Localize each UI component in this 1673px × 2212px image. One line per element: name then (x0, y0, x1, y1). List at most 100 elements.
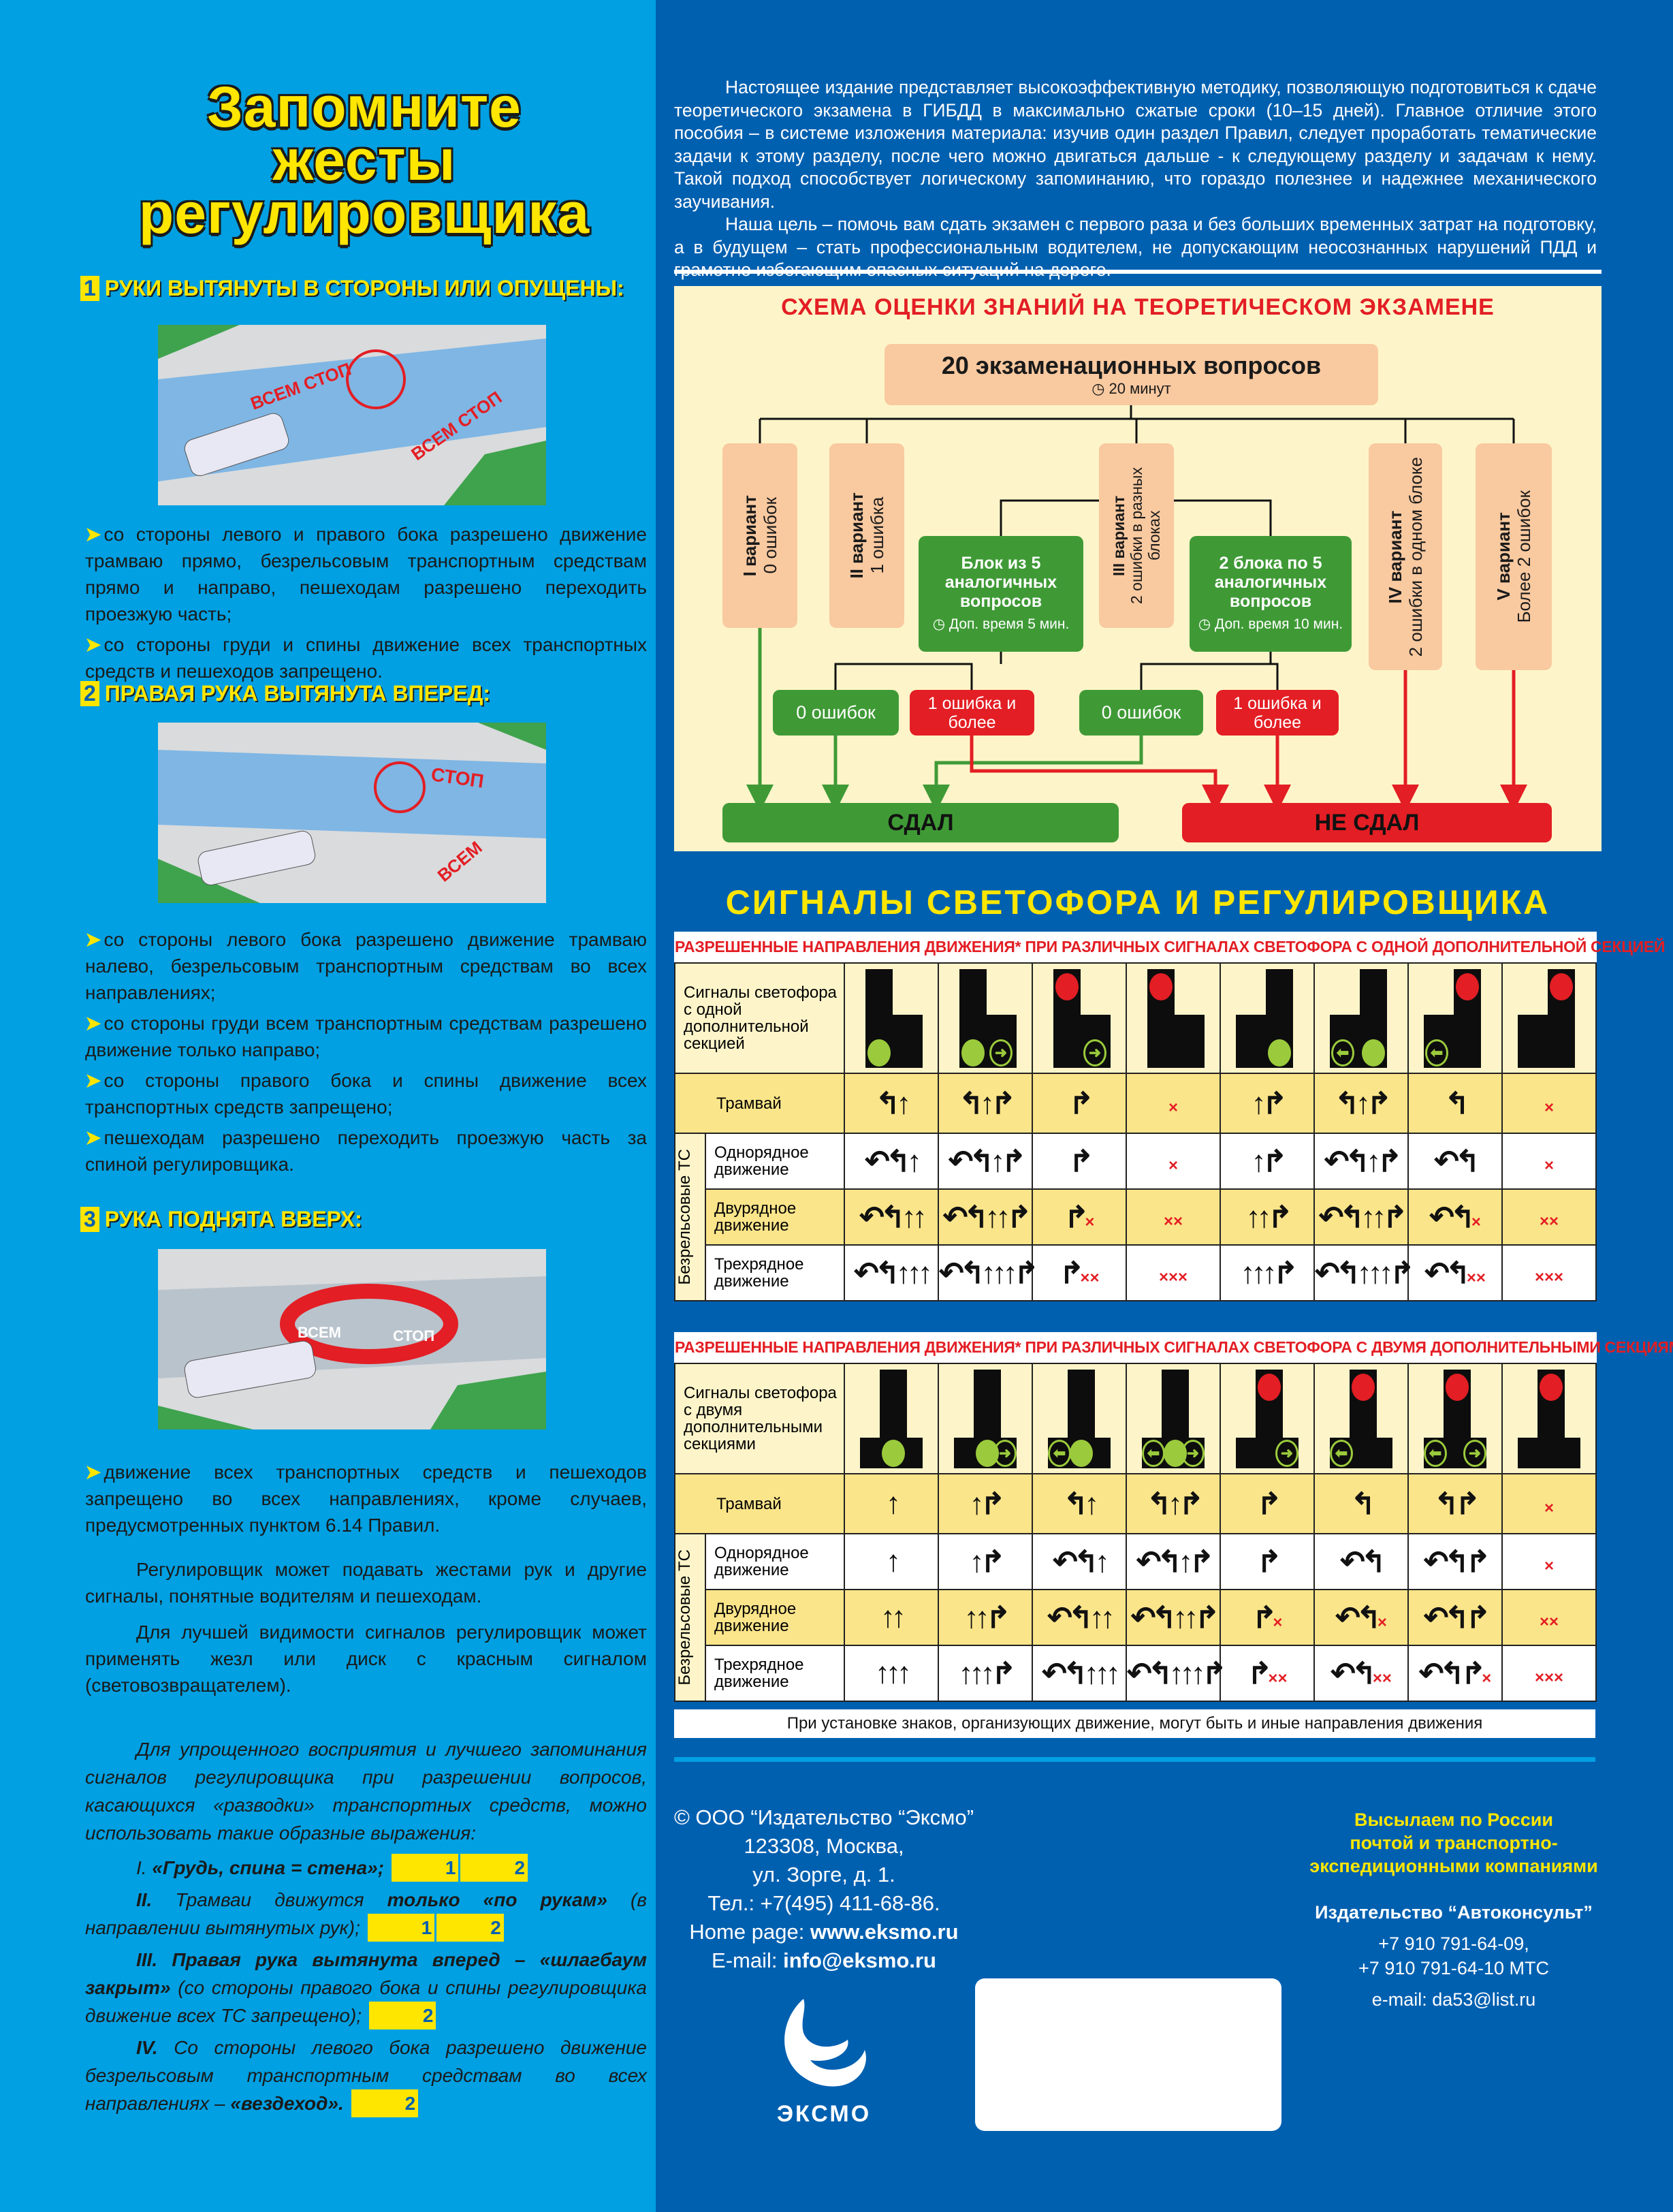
block-title: 2 блока по 5 аналогичных вопросов (1214, 554, 1327, 611)
direction-arrows-icon: ↑↑↑ (875, 1656, 912, 1690)
red-light-icon (1446, 1374, 1469, 1401)
variant-name: IV вариант (1385, 510, 1405, 603)
group-label-text: Безрельсовые ТС (675, 1549, 694, 1686)
row-label: Двурядное движение (705, 1589, 845, 1646)
section-number: 2 (80, 681, 99, 706)
fail-result: НЕ СДАЛ (1182, 803, 1552, 842)
direction-arrows-icon: ↰↱ (1434, 1487, 1480, 1521)
company-name: Издательство “Автоконсульт” (1315, 1902, 1593, 1923)
mnemonic-num: IV. (136, 2037, 158, 2058)
arrow-right-signal-icon: ➜ (1083, 1039, 1106, 1066)
row-label: Трехрядное движение (705, 1645, 845, 1702)
intro-text: Настоящее издание представляет высокоэфф… (674, 76, 1597, 282)
phone: +7 910 791-64-09, (1378, 1933, 1529, 1954)
direction-arrows-icon: ↑ (886, 1487, 901, 1520)
direction-cell: ↱ (1032, 1133, 1127, 1190)
bullet-text: со стороны груди всем транспортным средс… (85, 1013, 647, 1060)
email-link[interactable]: info@eksmo.ru (783, 1948, 936, 1972)
direction-cell: ↶↰↱ (1407, 1533, 1503, 1590)
direction-cell: ↶↰× (1407, 1188, 1503, 1246)
direction-cell: ↶↰↑↑↱ (1126, 1589, 1221, 1646)
mnemonic-text: Со стороны левого бока разрешено движени… (85, 2037, 647, 2114)
publisher-line: ул. Зорге, д. 1. (752, 1863, 895, 1886)
shipping-line: почтой и транспортно- (1350, 1833, 1558, 1853)
row-label: Трамвай (674, 1473, 845, 1534)
direction-cell: ↑↱ (938, 1533, 1033, 1590)
bullet-arrow-icon: ➤ (85, 1013, 101, 1034)
forbidden-mark: ×× (1268, 1669, 1288, 1688)
direction-cell: ↑↑↱ (1220, 1188, 1315, 1246)
direction-arrows-icon: ↶↰↑↱ (1136, 1545, 1215, 1579)
signal-cell: ➜ (938, 962, 1033, 1074)
direction-cell: ↱ (1220, 1533, 1315, 1590)
direction-cell: ↑↱ (938, 1473, 1033, 1534)
traffic-light-icon (1518, 1364, 1581, 1473)
traffic-light-icon (860, 964, 923, 1073)
divider (674, 270, 1602, 274)
road-label: ВСЕМ (434, 837, 486, 886)
forbidden-mark: ×× (1466, 1268, 1486, 1287)
direction-arrows-icon: ↶↰ (1429, 1200, 1476, 1234)
illustration-gesture-3: ВСЕМ СТОП (158, 1249, 546, 1429)
mnemonic-intro: Для упрощенного восприятия и лучшего зап… (85, 1739, 647, 1844)
direction-arrows-icon: ↑ (886, 1545, 901, 1578)
forbidden-mark: × (1168, 1156, 1178, 1175)
direction-arrows-icon: ↶↰↑↑↑ (854, 1256, 933, 1290)
result-zero-errors: 0 ошибок (773, 690, 899, 736)
direction-cell: ↰↑ (844, 1073, 939, 1134)
arrow-left-signal-icon: ⬅ (1330, 1440, 1353, 1467)
signal-cell (1126, 962, 1221, 1074)
section-badge: 1 (367, 1914, 435, 1942)
forbidden-mark: ××× (1535, 1268, 1564, 1286)
direction-cell: ↰↑↱ (1126, 1473, 1221, 1534)
paragraph: Регулировщик может подавать жестами рук … (85, 1559, 647, 1607)
arrow-left-signal-icon: ⬅ (1331, 1039, 1354, 1066)
block-time: Доп. время 10 мин. (1215, 616, 1343, 632)
shipping-info: Высылаем по России почтой и транспортно-… (1301, 1808, 1607, 1878)
direction-cell: ××× (1126, 1244, 1221, 1301)
red-light-icon (1456, 973, 1479, 1000)
green-light-icon (961, 1039, 985, 1066)
traffic-light-icon: ⬅➜ (1142, 1364, 1205, 1473)
title-line: жесты (272, 128, 456, 192)
publisher-line: 123308, Москва, (744, 1834, 904, 1858)
home-link[interactable]: www.eksmo.ru (810, 1920, 959, 1944)
row-label: Однорядное движение (705, 1133, 845, 1190)
group-label-text: Безрельсовые ТС (675, 1149, 694, 1285)
forbidden-mark: × (1377, 1613, 1387, 1632)
green-light-icon (1070, 1440, 1093, 1467)
direction-cell: ↶↰↑↑↑↱ (1126, 1645, 1227, 1702)
green-light-icon (1362, 1039, 1385, 1066)
paragraph: Настоящее издание представляет высокоэфф… (674, 77, 1597, 212)
signal-cell: ⬅ (1407, 962, 1503, 1074)
variant-name: III вариант (1110, 495, 1128, 576)
direction-arrows-icon: ↰↑↱ (1147, 1487, 1204, 1521)
direction-arrows-icon: ↶↰↑↑↱ (942, 1200, 1032, 1234)
direction-cell: ↶↰×× (1407, 1244, 1503, 1301)
direction-arrows-icon: ↱ (1256, 1545, 1282, 1579)
forbidden-mark: × (1544, 1099, 1555, 1117)
mnemonic-3: III. Правая рука вытянута вперед – «шлаг… (85, 1946, 647, 2029)
direction-arrows-icon: ↶↰↑↑↑ (1042, 1656, 1121, 1690)
section-badge: 2 (436, 1914, 504, 1942)
direction-arrows-icon: ↑↱ (969, 1487, 1006, 1521)
direction-cell: × (1501, 1473, 1597, 1534)
direction-cell: ↰↑↱ (1313, 1073, 1409, 1134)
clock-icon: ◷ (1198, 616, 1215, 632)
variant-desc: Более 2 ошибок (1514, 490, 1534, 623)
page-title: Запомните жесты регулировщика (41, 78, 688, 242)
section-3-text: ➤движение всех транспортных средств и пе… (85, 1459, 647, 1703)
caption-row: РАЗРЕШЕННЫЕ НАПРАВЛЕНИЯ ДВИЖЕНИЯ* ПРИ РА… (675, 1332, 1673, 1363)
intersection-illustration: ВСЕМ СТОП ВСЕМ СТОП (158, 325, 546, 505)
variant-desc: 1 ошибка (867, 497, 887, 574)
phone: +7 910 791-64-10 МТС (1358, 1958, 1549, 1978)
bullet-text: со стороны груди и спины движение всех т… (85, 634, 647, 682)
forbidden-mark: ×× (1540, 1212, 1559, 1231)
direction-arrows-icon: ↑↱ (1251, 1144, 1288, 1178)
forbidden-mark: × (1482, 1669, 1492, 1688)
autoconsult-info: Издательство “Автоконсульт” +7 910 791-6… (1301, 1900, 1607, 2012)
